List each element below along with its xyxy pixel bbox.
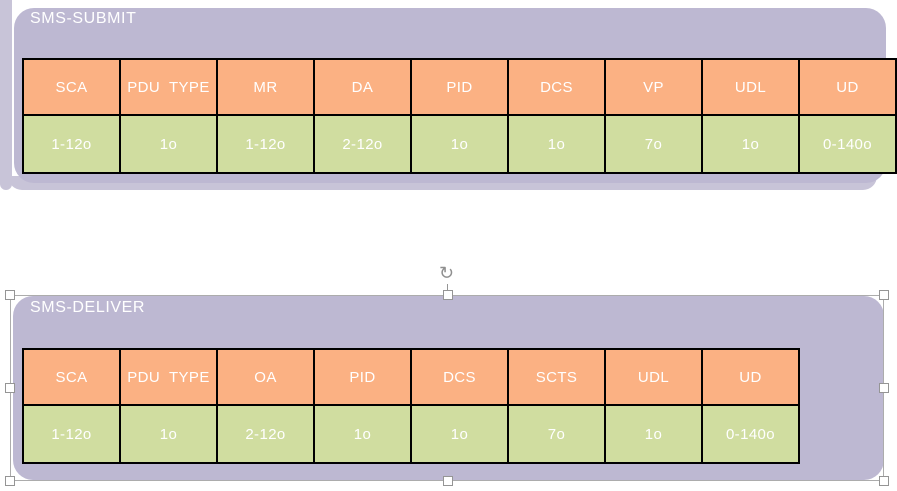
value-cell-dcs[interactable]: 1o	[410, 404, 509, 464]
value-cell-pid[interactable]: 1o	[313, 404, 412, 464]
resize-handle-top-left[interactable]	[5, 290, 15, 300]
header-cell-udl[interactable]: UDL	[604, 348, 703, 406]
value-cell-dcs[interactable]: 1o	[507, 114, 606, 174]
rotate-handle-stem	[447, 284, 448, 291]
header-cell-da[interactable]: DA	[313, 58, 412, 116]
sms-submit-header-row: SCA PDU TYPE MR DA PID DCS VP UDL UD	[22, 58, 897, 116]
resize-handle-top-right[interactable]	[879, 290, 889, 300]
value-cell-pdu-type[interactable]: 1o	[119, 114, 218, 174]
header-cell-dcs[interactable]: DCS	[507, 58, 606, 116]
value-cell-udl[interactable]: 1o	[701, 114, 800, 174]
resize-handle-top-center[interactable]	[443, 290, 453, 300]
header-cell-dcs[interactable]: DCS	[410, 348, 509, 406]
header-cell-ud[interactable]: UD	[701, 348, 800, 406]
header-cell-udl[interactable]: UDL	[701, 58, 800, 116]
value-cell-oa[interactable]: 2-12o	[216, 404, 315, 464]
sms-deliver-value-row: 1-12o 1o 2-12o 1o 1o 7o 1o 0-140o	[22, 404, 800, 464]
sms-deliver-header-row: SCA PDU TYPE OA PID DCS SCTS UDL UD	[22, 348, 800, 406]
value-cell-da[interactable]: 2-12o	[313, 114, 412, 174]
sms-deliver-table[interactable]: SCA PDU TYPE OA PID DCS SCTS UDL UD 1-12…	[22, 348, 800, 464]
header-cell-pid[interactable]: PID	[313, 348, 412, 406]
header-cell-ud[interactable]: UD	[798, 58, 897, 116]
header-cell-mr[interactable]: MR	[216, 58, 315, 116]
value-cell-ud[interactable]: 0-140o	[798, 114, 897, 174]
value-cell-sca[interactable]: 1-12o	[22, 114, 121, 174]
resize-handle-middle-left[interactable]	[5, 383, 15, 393]
panel-shadow-left	[0, 0, 12, 190]
header-cell-pdu-type[interactable]: PDU TYPE	[119, 58, 218, 116]
rotate-handle-icon[interactable]: ↻	[439, 263, 455, 283]
value-cell-scts[interactable]: 7o	[507, 404, 606, 464]
value-cell-pid[interactable]: 1o	[410, 114, 509, 174]
header-cell-scts[interactable]: SCTS	[507, 348, 606, 406]
resize-handle-bottom-left[interactable]	[5, 476, 15, 486]
value-cell-pdu-type[interactable]: 1o	[119, 404, 218, 464]
resize-handle-bottom-center[interactable]	[443, 476, 453, 486]
sms-deliver-panel-title: SMS-DELIVER	[30, 299, 146, 316]
sms-submit-value-row: 1-12o 1o 1-12o 2-12o 1o 1o 7o 1o 0-140o	[22, 114, 897, 174]
header-cell-sca[interactable]: SCA	[22, 58, 121, 116]
value-cell-udl[interactable]: 1o	[604, 404, 703, 464]
sms-submit-panel-title: SMS-SUBMIT	[30, 10, 137, 27]
resize-handle-middle-right[interactable]	[879, 383, 889, 393]
value-cell-sca[interactable]: 1-12o	[22, 404, 121, 464]
value-cell-ud[interactable]: 0-140o	[701, 404, 800, 464]
value-cell-vp[interactable]: 7o	[604, 114, 703, 174]
header-cell-vp[interactable]: VP	[604, 58, 703, 116]
value-cell-mr[interactable]: 1-12o	[216, 114, 315, 174]
header-cell-pid[interactable]: PID	[410, 58, 509, 116]
header-cell-sca[interactable]: SCA	[22, 348, 121, 406]
header-cell-oa[interactable]: OA	[216, 348, 315, 406]
sms-submit-table[interactable]: SCA PDU TYPE MR DA PID DCS VP UDL UD 1-1…	[22, 58, 897, 174]
resize-handle-bottom-right[interactable]	[879, 476, 889, 486]
header-cell-pdu-type[interactable]: PDU TYPE	[119, 348, 218, 406]
